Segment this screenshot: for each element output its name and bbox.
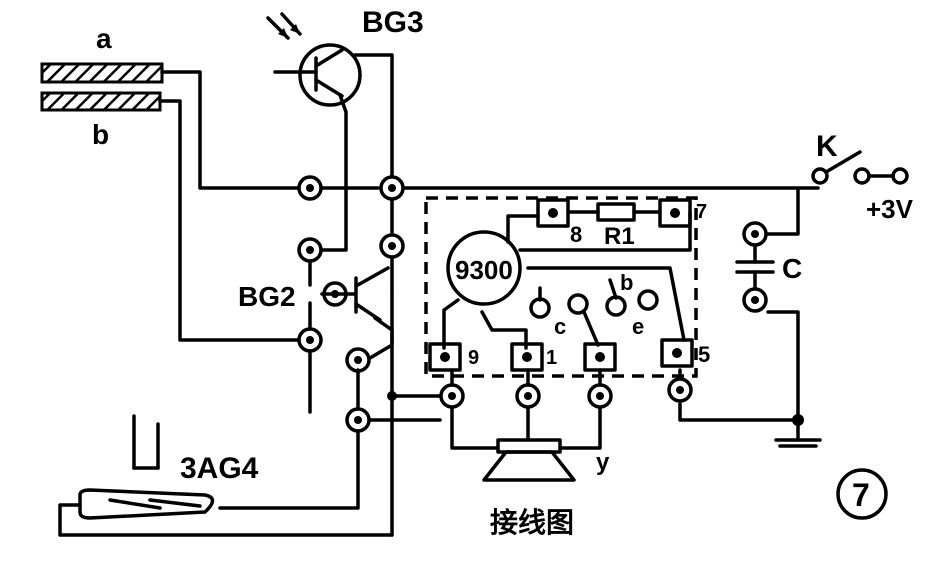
label-bg2: BG2 [238, 281, 296, 312]
pin-e2-circle [637, 289, 659, 311]
terminals [297, 167, 909, 433]
diode-3ag4 [78, 488, 215, 520]
plate-b [40, 91, 162, 112]
label-pin1: 1 [546, 347, 557, 369]
magnet-icon [132, 414, 160, 470]
label-plate-b: b [92, 119, 109, 150]
label-pin-c: c [554, 314, 566, 339]
label-pin8: 8 [570, 222, 582, 247]
wires [58, 53, 862, 537]
transistor-bg3 [266, 12, 362, 107]
resistor-r1 [596, 202, 636, 222]
pin-b-circle [529, 297, 551, 319]
diagram-caption: 接线图 [490, 507, 574, 538]
label-cap-c: C [782, 253, 802, 284]
label-pin-b: b [620, 270, 633, 295]
pin-e-circle [605, 295, 627, 317]
figure-number-ring [836, 468, 888, 520]
label-pin9: 9 [468, 347, 479, 369]
label-chip: 9300 [455, 255, 513, 285]
pin-c-circle [567, 293, 589, 315]
transistor-bg2 [354, 266, 390, 322]
figure-number: 7 [852, 477, 870, 513]
ic-9300 [446, 230, 522, 306]
speaker [482, 438, 576, 482]
label-r1: R1 [604, 223, 635, 250]
label-plus3v: +3V [866, 194, 914, 224]
label-pin7: 7 [696, 201, 707, 223]
ic-pads [428, 198, 694, 372]
label-bg3: BG3 [362, 6, 424, 39]
label-plate-a: a [96, 23, 112, 54]
label-diode: 3AG4 [180, 452, 259, 485]
label-y: y [596, 449, 610, 476]
module-boundary [424, 196, 698, 378]
plate-a [40, 62, 164, 84]
label-pin-e: e [632, 314, 644, 339]
label-pin5: 5 [698, 342, 710, 367]
label-k: K [816, 130, 838, 163]
